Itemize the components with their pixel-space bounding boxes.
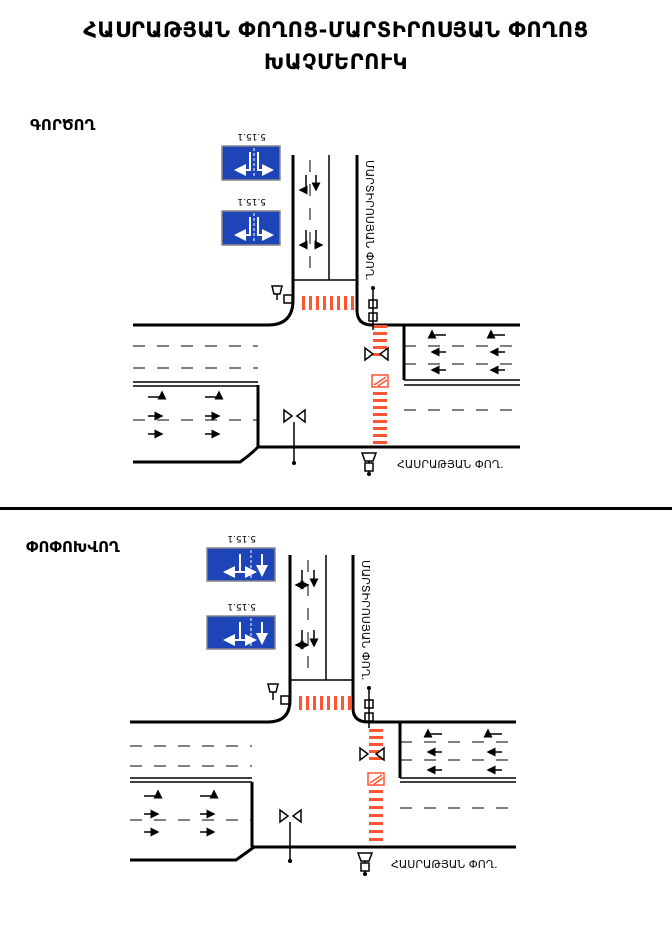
intersection-diagram-proposed: 5.15.1 5.15.1 (130, 533, 516, 876)
crosswalk-north (302, 296, 354, 310)
lane-sign-1 (206, 547, 276, 582)
lane-arrows-east (423, 728, 502, 775)
street-label-vertical: ՄԱՐՏԻՐՈՍՅԱՆ ՓՈՂ. (359, 560, 372, 681)
dashed-lane-lines (130, 560, 516, 821)
lane-arrows-north (294, 570, 319, 650)
intersection-diagram-current: 5.15.1 5.15.1 (133, 131, 520, 476)
lane-sign-2 (221, 210, 281, 246)
diagram-title-line-1: ՀԱՍՐԱԹՅԱՆ ՓՈՂՈՑ-ՄԱՐՏԻՐՈՍՅԱՆ ՓՈՂՈՑ (83, 18, 589, 42)
lane-separators (130, 555, 516, 783)
refuge-island (367, 772, 385, 786)
crosswalk-north (299, 696, 351, 710)
sign-code-1: 5.15.1 (237, 131, 266, 141)
crosswalk-east (369, 729, 383, 841)
diagram-title-line-2: ԽԱՉՄԵՐՈՒԿ (263, 50, 409, 74)
signal-posts (292, 286, 375, 476)
lane-arrows-east (427, 329, 505, 375)
sign-code-2: 5.15.1 (237, 196, 266, 206)
traffic-signals (271, 285, 389, 472)
section-label-current: ԳՈՐԾՈՂ (30, 116, 96, 134)
road-edges (130, 555, 516, 862)
traffic-signals (267, 683, 385, 872)
lane-arrows-west (148, 390, 224, 439)
dashed-lane-lines (133, 160, 520, 421)
lane-arrows-north (298, 175, 324, 250)
refuge-island (371, 374, 389, 388)
lane-separators (133, 155, 520, 387)
street-label-horizontal: ՀԱՍՐԱԹՅԱՆ ՓՈՂ. (391, 858, 498, 871)
lane-sign-2 (206, 615, 276, 650)
section-divider (0, 507, 672, 510)
street-label-horizontal: ՀԱՍՐԱԹՅԱՆ ՓՈՂ. (397, 458, 504, 471)
signal-posts (288, 686, 371, 876)
lane-sign-1 (221, 145, 281, 181)
street-label-vertical: ՄԱՐՏԻՐՈՍՅԱՆ ՓՈՂ. (363, 160, 376, 281)
lane-arrows-west (144, 789, 219, 837)
section-label-proposed: ՓՈՓՈԽՎՈՂ (26, 538, 120, 556)
road-edges (133, 155, 520, 464)
sign-code-2: 5.15.1 (227, 601, 256, 611)
sign-code-1: 5.15.1 (227, 533, 256, 543)
